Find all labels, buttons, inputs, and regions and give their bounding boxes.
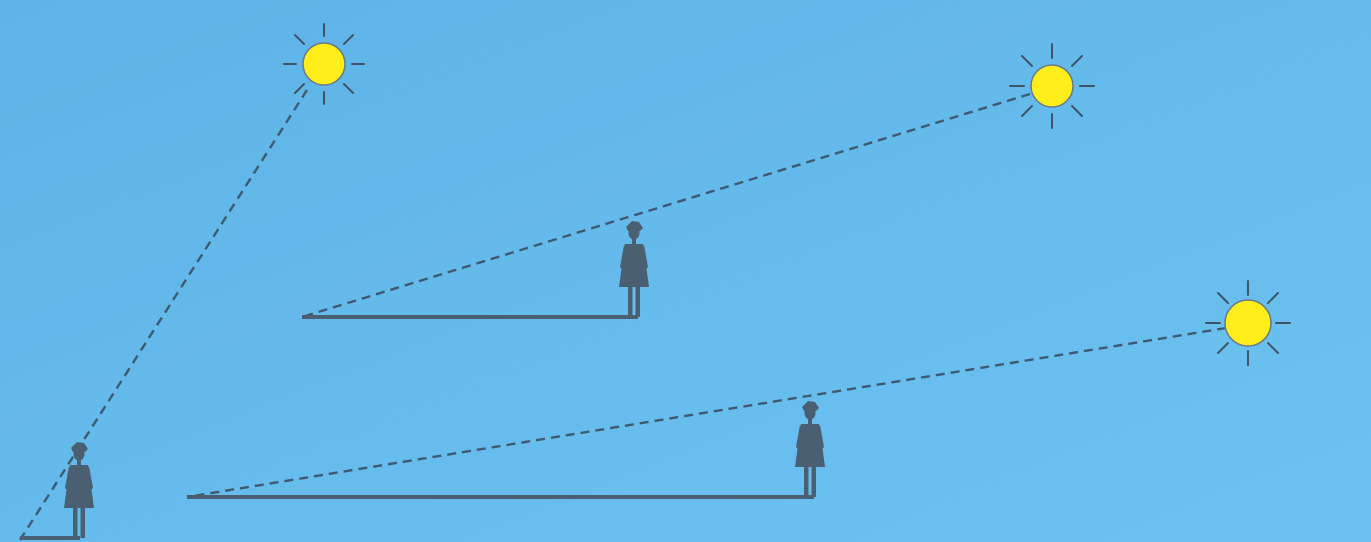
sun-low (1206, 281, 1290, 365)
sun-icon (1031, 65, 1073, 107)
sun-icon (303, 43, 345, 85)
sun-high (284, 24, 364, 104)
sun-icon (1225, 300, 1271, 346)
sun-middle (1010, 44, 1094, 128)
